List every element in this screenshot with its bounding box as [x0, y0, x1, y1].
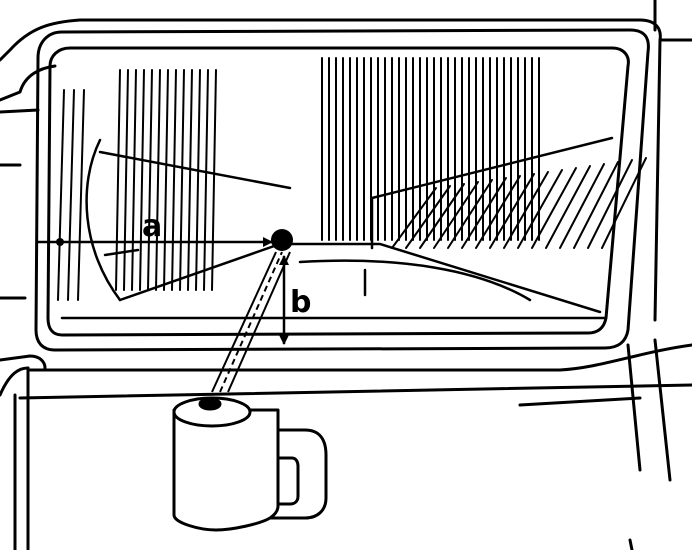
hatch-line — [433, 181, 479, 249]
label-b: b — [290, 285, 311, 320]
hatch-line — [559, 163, 605, 249]
hatch-line — [419, 183, 465, 249]
horizontal-offset-arrow — [38, 237, 273, 247]
hatch-line — [171, 69, 177, 291]
hatch-line — [503, 171, 549, 249]
hatch-line — [545, 165, 591, 249]
hatch-line — [489, 173, 535, 249]
hatch-line — [77, 89, 85, 301]
hatch-line — [405, 185, 451, 249]
hatch-line — [391, 187, 437, 249]
hatch-line — [573, 161, 619, 249]
hatch-line — [131, 69, 137, 291]
hatch-line — [203, 69, 209, 291]
hatch-line — [475, 175, 521, 249]
hatch-line — [57, 89, 65, 301]
hatch-line — [187, 69, 193, 291]
hatch-line — [67, 89, 75, 301]
hatch-line — [447, 179, 493, 249]
hatch-line — [179, 69, 185, 291]
lens-hatching — [57, 57, 647, 301]
reflector-lines — [60, 136, 614, 320]
beam-projector-device — [172, 396, 328, 532]
aiming-point-dot — [271, 229, 293, 251]
headlight-frame — [34, 28, 650, 352]
label-a: a — [142, 209, 162, 244]
hatch-line — [531, 167, 577, 249]
hatch-line — [155, 69, 161, 291]
hatch-line — [123, 69, 129, 291]
hatch-line — [587, 159, 633, 249]
hatch-line — [147, 69, 153, 291]
light-beam — [211, 251, 291, 393]
hatch-line — [601, 157, 647, 249]
hatch-line — [163, 69, 169, 291]
hatch-line — [139, 69, 145, 291]
hatch-line — [461, 177, 507, 249]
hatch-line — [195, 69, 201, 291]
hatch-line — [115, 69, 121, 291]
hatch-line — [517, 169, 563, 249]
hatch-line — [211, 69, 217, 291]
